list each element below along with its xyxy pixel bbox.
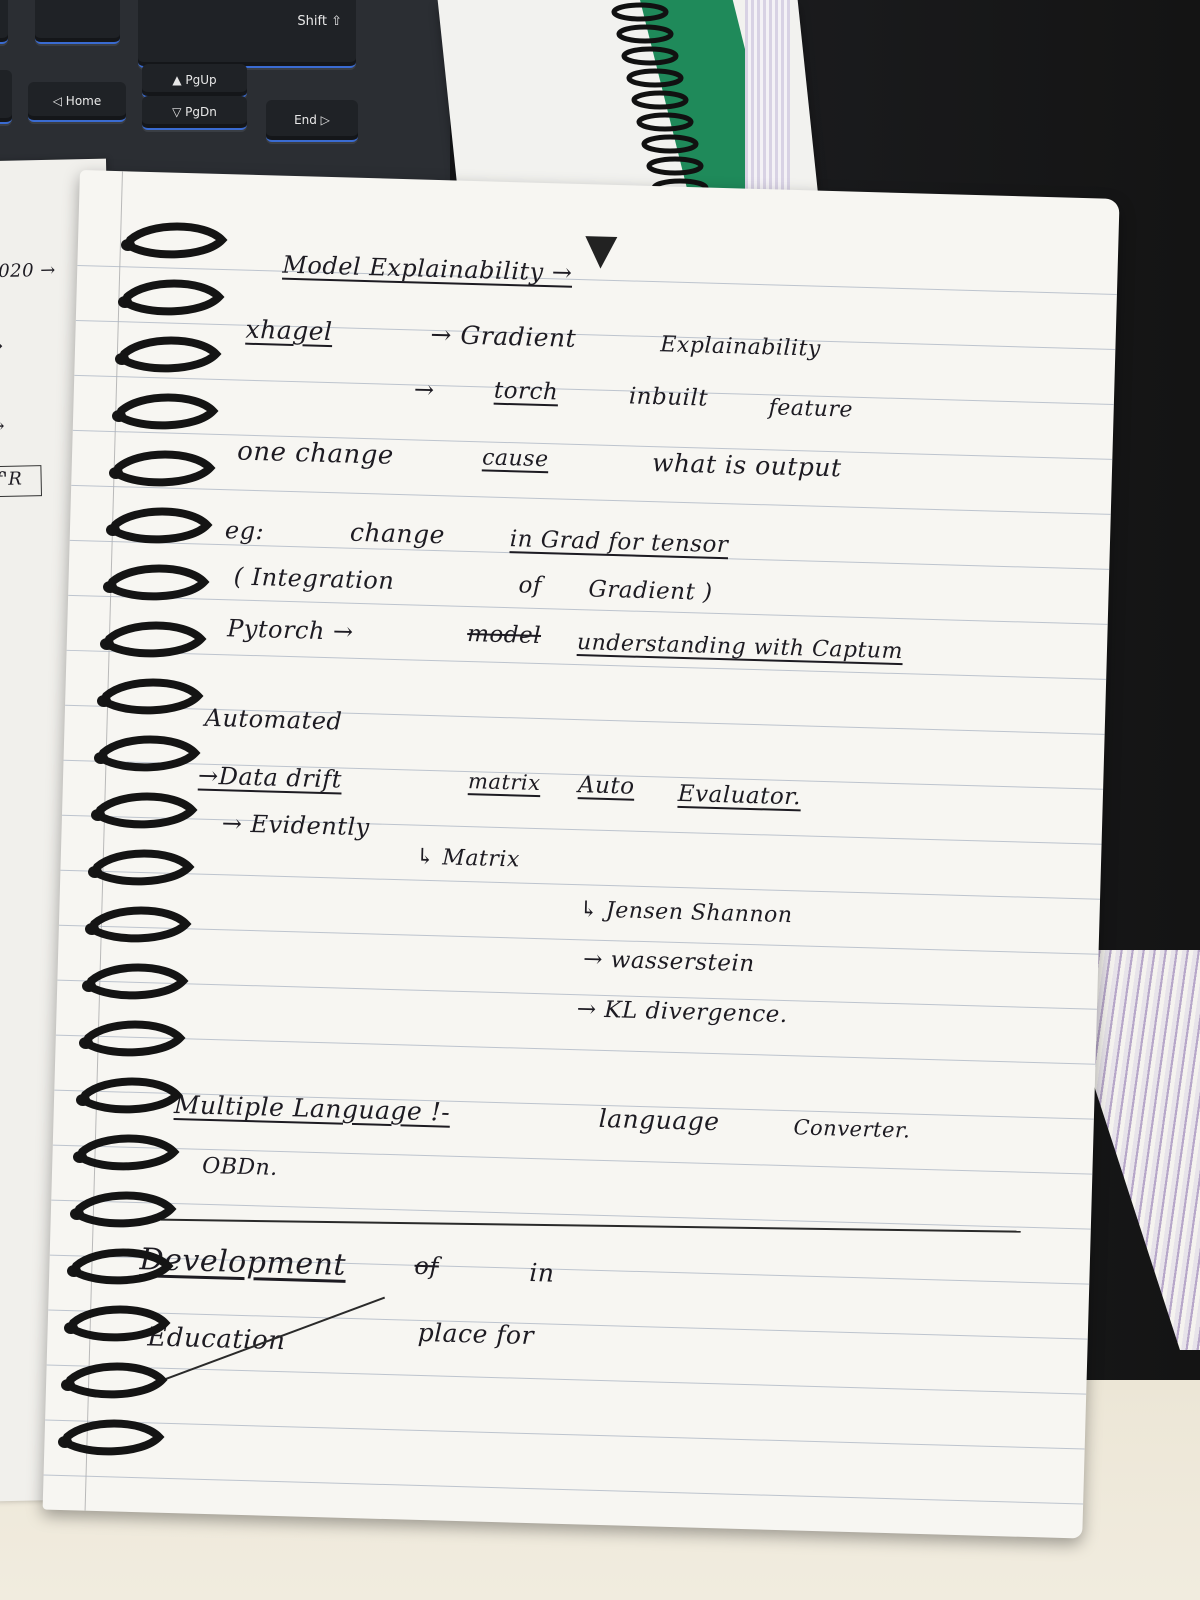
pgdn-key-label: ▽ PgDn xyxy=(172,105,217,119)
note-line-1-a: xhagel xyxy=(245,314,333,347)
note-line-13-b: language xyxy=(598,1103,720,1137)
note-title: Model Explainability → xyxy=(282,250,573,287)
keyboard-key-end: End ▷ xyxy=(266,100,358,142)
note-line-9-a: → Evidently xyxy=(221,809,371,842)
note-line-3-a: one change xyxy=(236,436,395,471)
keyboard-key-slash xyxy=(35,0,120,44)
note-line-8-b: matrix xyxy=(467,769,541,796)
note-line-16-b: place for xyxy=(417,1317,535,1351)
note-line-6-a: Pytorch → xyxy=(226,614,355,646)
note-line-1-c: Explainability xyxy=(659,332,822,362)
note-line-3-b: cause xyxy=(481,445,549,473)
note-line-3-c: what is output xyxy=(651,448,842,483)
note-line-5-a: ( Integration xyxy=(233,562,395,595)
note-line-5-b: of xyxy=(518,572,543,600)
keyboard-key-home: ◁ Home xyxy=(28,82,126,122)
note-line-9-b: ↳ Matrix xyxy=(415,844,521,873)
keyboard-key-shift: Shift ⇧ xyxy=(138,0,356,68)
note-line-2-d: feature xyxy=(768,395,854,423)
end-key-label: End ▷ xyxy=(294,113,330,127)
background-notebook-spiral xyxy=(611,2,714,220)
pgup-key-label: ▲ PgUp xyxy=(172,73,217,87)
note-line-12: → KL divergence. xyxy=(576,996,789,1029)
note-line-2-b: torch xyxy=(493,377,559,406)
note-line-6-b: model xyxy=(466,620,542,650)
note-line-13-c: Converter. xyxy=(793,1115,911,1143)
triangle-mark-icon xyxy=(585,236,618,269)
note-line-4-b: change xyxy=(349,517,446,550)
note-line-15-c: in xyxy=(528,1257,555,1288)
keyboard-key-edge xyxy=(0,0,8,44)
note-line-8-c: Auto xyxy=(577,772,635,800)
keyboard: Shift ⇧ ▲ PgUp ◁ Home ▽ PgDn End ▷ xyxy=(0,0,450,195)
notebook-page: Model Explainability → xhagel → Gradient… xyxy=(42,170,1120,1539)
note-line-11: → wasserstein xyxy=(582,946,755,978)
note-line-15-b: of xyxy=(414,1251,440,1281)
notebook-spiral-binding xyxy=(58,222,228,1456)
shift-key-label: Shift ⇧ xyxy=(297,14,342,29)
note-line-6-c: understanding with Captum xyxy=(576,630,904,665)
section-divider-line xyxy=(160,1218,1021,1233)
note-line-10: ↳ Jensen Shannon xyxy=(579,897,793,929)
home-key-label: ◁ Home xyxy=(52,94,102,108)
note-line-1-b: → Gradient xyxy=(430,319,577,353)
note-line-2-a: → xyxy=(413,375,435,404)
keyboard-key-edge-lower xyxy=(0,70,12,124)
note-line-5-c: Gradient ) xyxy=(588,576,713,606)
note-line-2-c: inbuilt xyxy=(628,383,709,412)
keyboard-key-pgdn: ▽ PgDn xyxy=(142,96,247,130)
note-line-8-d: Evaluator. xyxy=(677,780,802,811)
